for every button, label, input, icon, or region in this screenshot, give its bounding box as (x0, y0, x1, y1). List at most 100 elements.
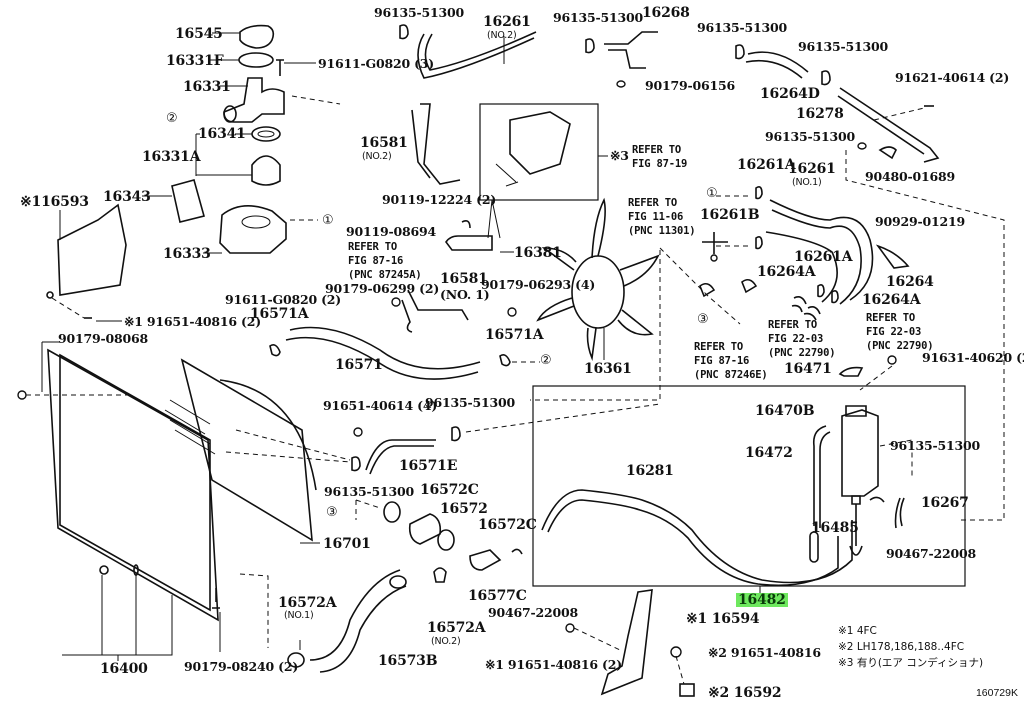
dipstick-16485 (849, 495, 863, 556)
part-label-16571A-left[interactable]: 16571A (250, 306, 309, 322)
gasket-16331F (238, 52, 274, 68)
part-label-16261A-top[interactable]: 16261A (737, 157, 796, 173)
refer-fig-87-19[interactable]: REFER TO FIG 87-19 (632, 144, 688, 171)
union-16577C (469, 549, 502, 571)
part-label-96135-51300-d[interactable]: 96135-51300 (798, 39, 888, 54)
part-label-90179-08068[interactable]: 90179-08068 (58, 331, 148, 346)
part-label-90119-08694[interactable]: 90119-08694 (346, 224, 436, 239)
bracket-16594 (600, 589, 653, 696)
part-label-16278[interactable]: 16278 (796, 106, 844, 122)
part-label-90179-06299-2[interactable]: 90179-06299 (2) (325, 281, 440, 296)
part-label-90929-01219[interactable]: 90929-01219 (875, 214, 965, 229)
refer-fig-22-03-b[interactable]: REFER TO FIG 22-03 (PNC 22790) (866, 312, 934, 353)
part-label-16381[interactable]: 16381 (514, 245, 562, 261)
part-label-16268[interactable]: 16268 (642, 5, 690, 21)
part-label-16581-no1[interactable]: 16581 (440, 271, 488, 287)
part-label-91651-40816-2-bottom[interactable]: ※1 91651-40816 (2) (485, 657, 622, 672)
part-label-16571E[interactable]: 16571E (399, 458, 458, 474)
part-label-16264D[interactable]: 16264D (760, 86, 820, 102)
part-label-16281[interactable]: 16281 (626, 463, 674, 479)
part-label-16572C-b[interactable]: 16572C (478, 517, 537, 533)
part-label-16471[interactable]: 16471 (784, 361, 832, 377)
part-label-16572A-no1[interactable]: 16572A (278, 595, 337, 611)
part-label-16264A-b[interactable]: 16264A (862, 292, 921, 308)
part-label-16572C-a[interactable]: 16572C (420, 482, 479, 498)
fan-16361 (536, 197, 660, 361)
part-label-116593[interactable]: ※116593 (20, 194, 89, 210)
callout-circle-3-right: ③ (697, 312, 709, 327)
part-label-90179-06293-4[interactable]: 90179-06293 (4) (481, 277, 596, 292)
part-label-16572[interactable]: 16572 (440, 501, 488, 517)
part-label-16485[interactable]: 16485 (811, 520, 859, 536)
part-label-91651-40816[interactable]: ※2 91651-40816 (708, 645, 821, 660)
stay-16581-no1 (401, 289, 469, 333)
part-label-91631-40620-2[interactable]: 91631-40620 (2) (922, 350, 1024, 365)
bracket-116593 (57, 203, 127, 296)
hose-16571E (365, 439, 436, 471)
part-label-96135-51300-f[interactable]: 96135-51300 (425, 395, 515, 410)
part-label-90179-08240-2[interactable]: 90179-08240 (2) (184, 659, 299, 674)
part-label-90179-06156[interactable]: 90179-06156 (645, 78, 735, 93)
part-label-16261-no1[interactable]: 16261 (788, 161, 836, 177)
clamp-16572A-no2 (433, 567, 447, 583)
part-label-16571A-mid[interactable]: 16571A (485, 327, 544, 343)
part-sublabel-16261-no1: (NO.1) (792, 177, 822, 188)
part-label-16581-no2[interactable]: 16581 (360, 135, 408, 151)
part-label-16331[interactable]: 16331 (183, 79, 231, 95)
part-label-16594[interactable]: ※1 16594 (686, 611, 760, 627)
refer-fig-87-16-b[interactable]: REFER TO FIG 87-16 (PNC 87246E) (694, 341, 768, 382)
part-label-16264[interactable]: 16264 (886, 274, 934, 290)
part-sublabel-16581-no1: (NO. 1) (440, 287, 490, 302)
part-label-16261B[interactable]: 16261B (700, 207, 760, 223)
part-label-16472[interactable]: 16472 (745, 445, 793, 461)
part-label-96135-51300-g[interactable]: 96135-51300 (324, 484, 414, 499)
callout-circle-1-right: ① (706, 186, 718, 201)
part-label-16571[interactable]: 16571 (335, 357, 383, 373)
part-label-16577C[interactable]: 16577C (468, 588, 527, 604)
part-label-90467-22008-b[interactable]: 90467-22008 (488, 605, 578, 620)
reservoir-box (532, 385, 966, 587)
part-label-16701[interactable]: 16701 (323, 536, 371, 552)
part-sublabel-16572A-no2: (NO.2) (431, 636, 461, 647)
part-label-16331F[interactable]: 16331F (166, 53, 224, 69)
part-label-16261-no2[interactable]: 16261 (483, 14, 531, 30)
part-label-16470B[interactable]: 16470B (755, 403, 815, 419)
part-label-16264A-a[interactable]: 16264A (757, 264, 816, 280)
part-label-90119-12224-2[interactable]: 90119-12224 (2) (382, 192, 497, 207)
part-label-91611-g0820-2[interactable]: 91611-G0820 (2) (225, 292, 342, 307)
cap-16545 (239, 24, 275, 49)
pipe-16278 (837, 87, 940, 163)
part-label-90480-01689[interactable]: 90480-01689 (865, 169, 955, 184)
hose-16472 (812, 425, 831, 528)
part-label-16592[interactable]: ※2 16592 (708, 685, 782, 701)
part-label-16400[interactable]: 16400 (100, 661, 148, 677)
part-label-96135-51300-e[interactable]: 96135-51300 (765, 129, 855, 144)
refer-fig-22-03-a[interactable]: REFER TO FIG 22-03 (PNC 22790) (768, 319, 836, 360)
part-label-91611-g0820-3[interactable]: 91611-G0820 (3) (318, 56, 435, 71)
clamp-16572C-a (383, 501, 401, 523)
part-label-16333[interactable]: 16333 (163, 246, 211, 262)
part-label-91651-40816-2-top[interactable]: ※1 91651-40816 (2) (124, 314, 261, 329)
footnotes: ※1 4FC ※2 LH178,186,188..4FC ※3 有り(エア コン… (838, 624, 983, 671)
housing-16333 (219, 205, 287, 254)
part-label-16361[interactable]: 16361 (584, 361, 632, 377)
part-label-16331A[interactable]: 16331A (142, 149, 201, 165)
part-label-16267[interactable]: 16267 (921, 495, 969, 511)
part-label-16341[interactable]: 16341 (198, 126, 246, 142)
part-label-16261A[interactable]: 16261A (794, 249, 853, 265)
part-label-90467-22008-a[interactable]: 90467-22008 (886, 546, 976, 561)
part-label-16572A-no2[interactable]: 16572A (427, 620, 486, 636)
part-label-96135-51300-h[interactable]: 96135-51300 (890, 438, 980, 453)
refer-mark-3: ※3 (610, 148, 629, 163)
part-label-91651-40614-4[interactable]: 91651-40614 (4) (323, 398, 438, 413)
part-label-96135-51300-b[interactable]: 96135-51300 (553, 10, 643, 25)
refer-fig-87-16-a[interactable]: REFER TO FIG 87-16 (PNC 87245A) (348, 241, 422, 282)
part-label-16343[interactable]: 16343 (103, 189, 151, 205)
part-label-16545[interactable]: 16545 (175, 26, 223, 42)
part-label-91621-40614-2[interactable]: 91621-40614 (2) (895, 70, 1010, 85)
part-label-96135-51300-c[interactable]: 96135-51300 (697, 20, 787, 35)
part-label-16482-highlighted[interactable]: 16482 (736, 592, 788, 608)
part-label-16573B[interactable]: 16573B (378, 653, 438, 669)
refer-fig-11-06[interactable]: REFER TO FIG 11-06 (PNC 11301) (628, 197, 696, 238)
part-label-96135-51300-a[interactable]: 96135-51300 (374, 5, 464, 20)
